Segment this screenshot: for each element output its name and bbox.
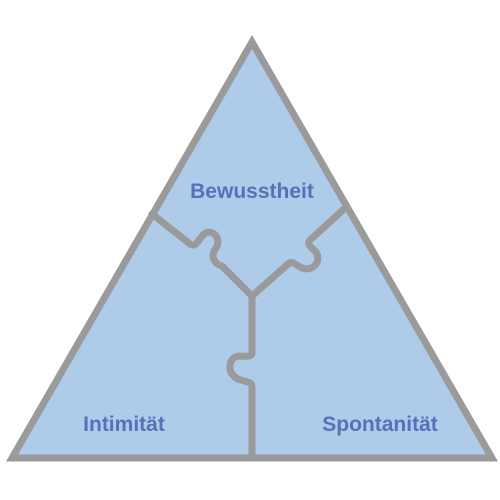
seam-top-left [148,210,256,300]
seam-bottom [226,292,256,462]
triangle-outline [5,34,499,462]
triangle-fill [12,42,492,458]
label-spontanitaet: Spontanität [322,413,438,436]
label-intimitaet: Intimität [83,413,165,436]
label-bewusstheit: Bewusstheit [190,180,314,203]
seam-top-right [248,205,348,300]
